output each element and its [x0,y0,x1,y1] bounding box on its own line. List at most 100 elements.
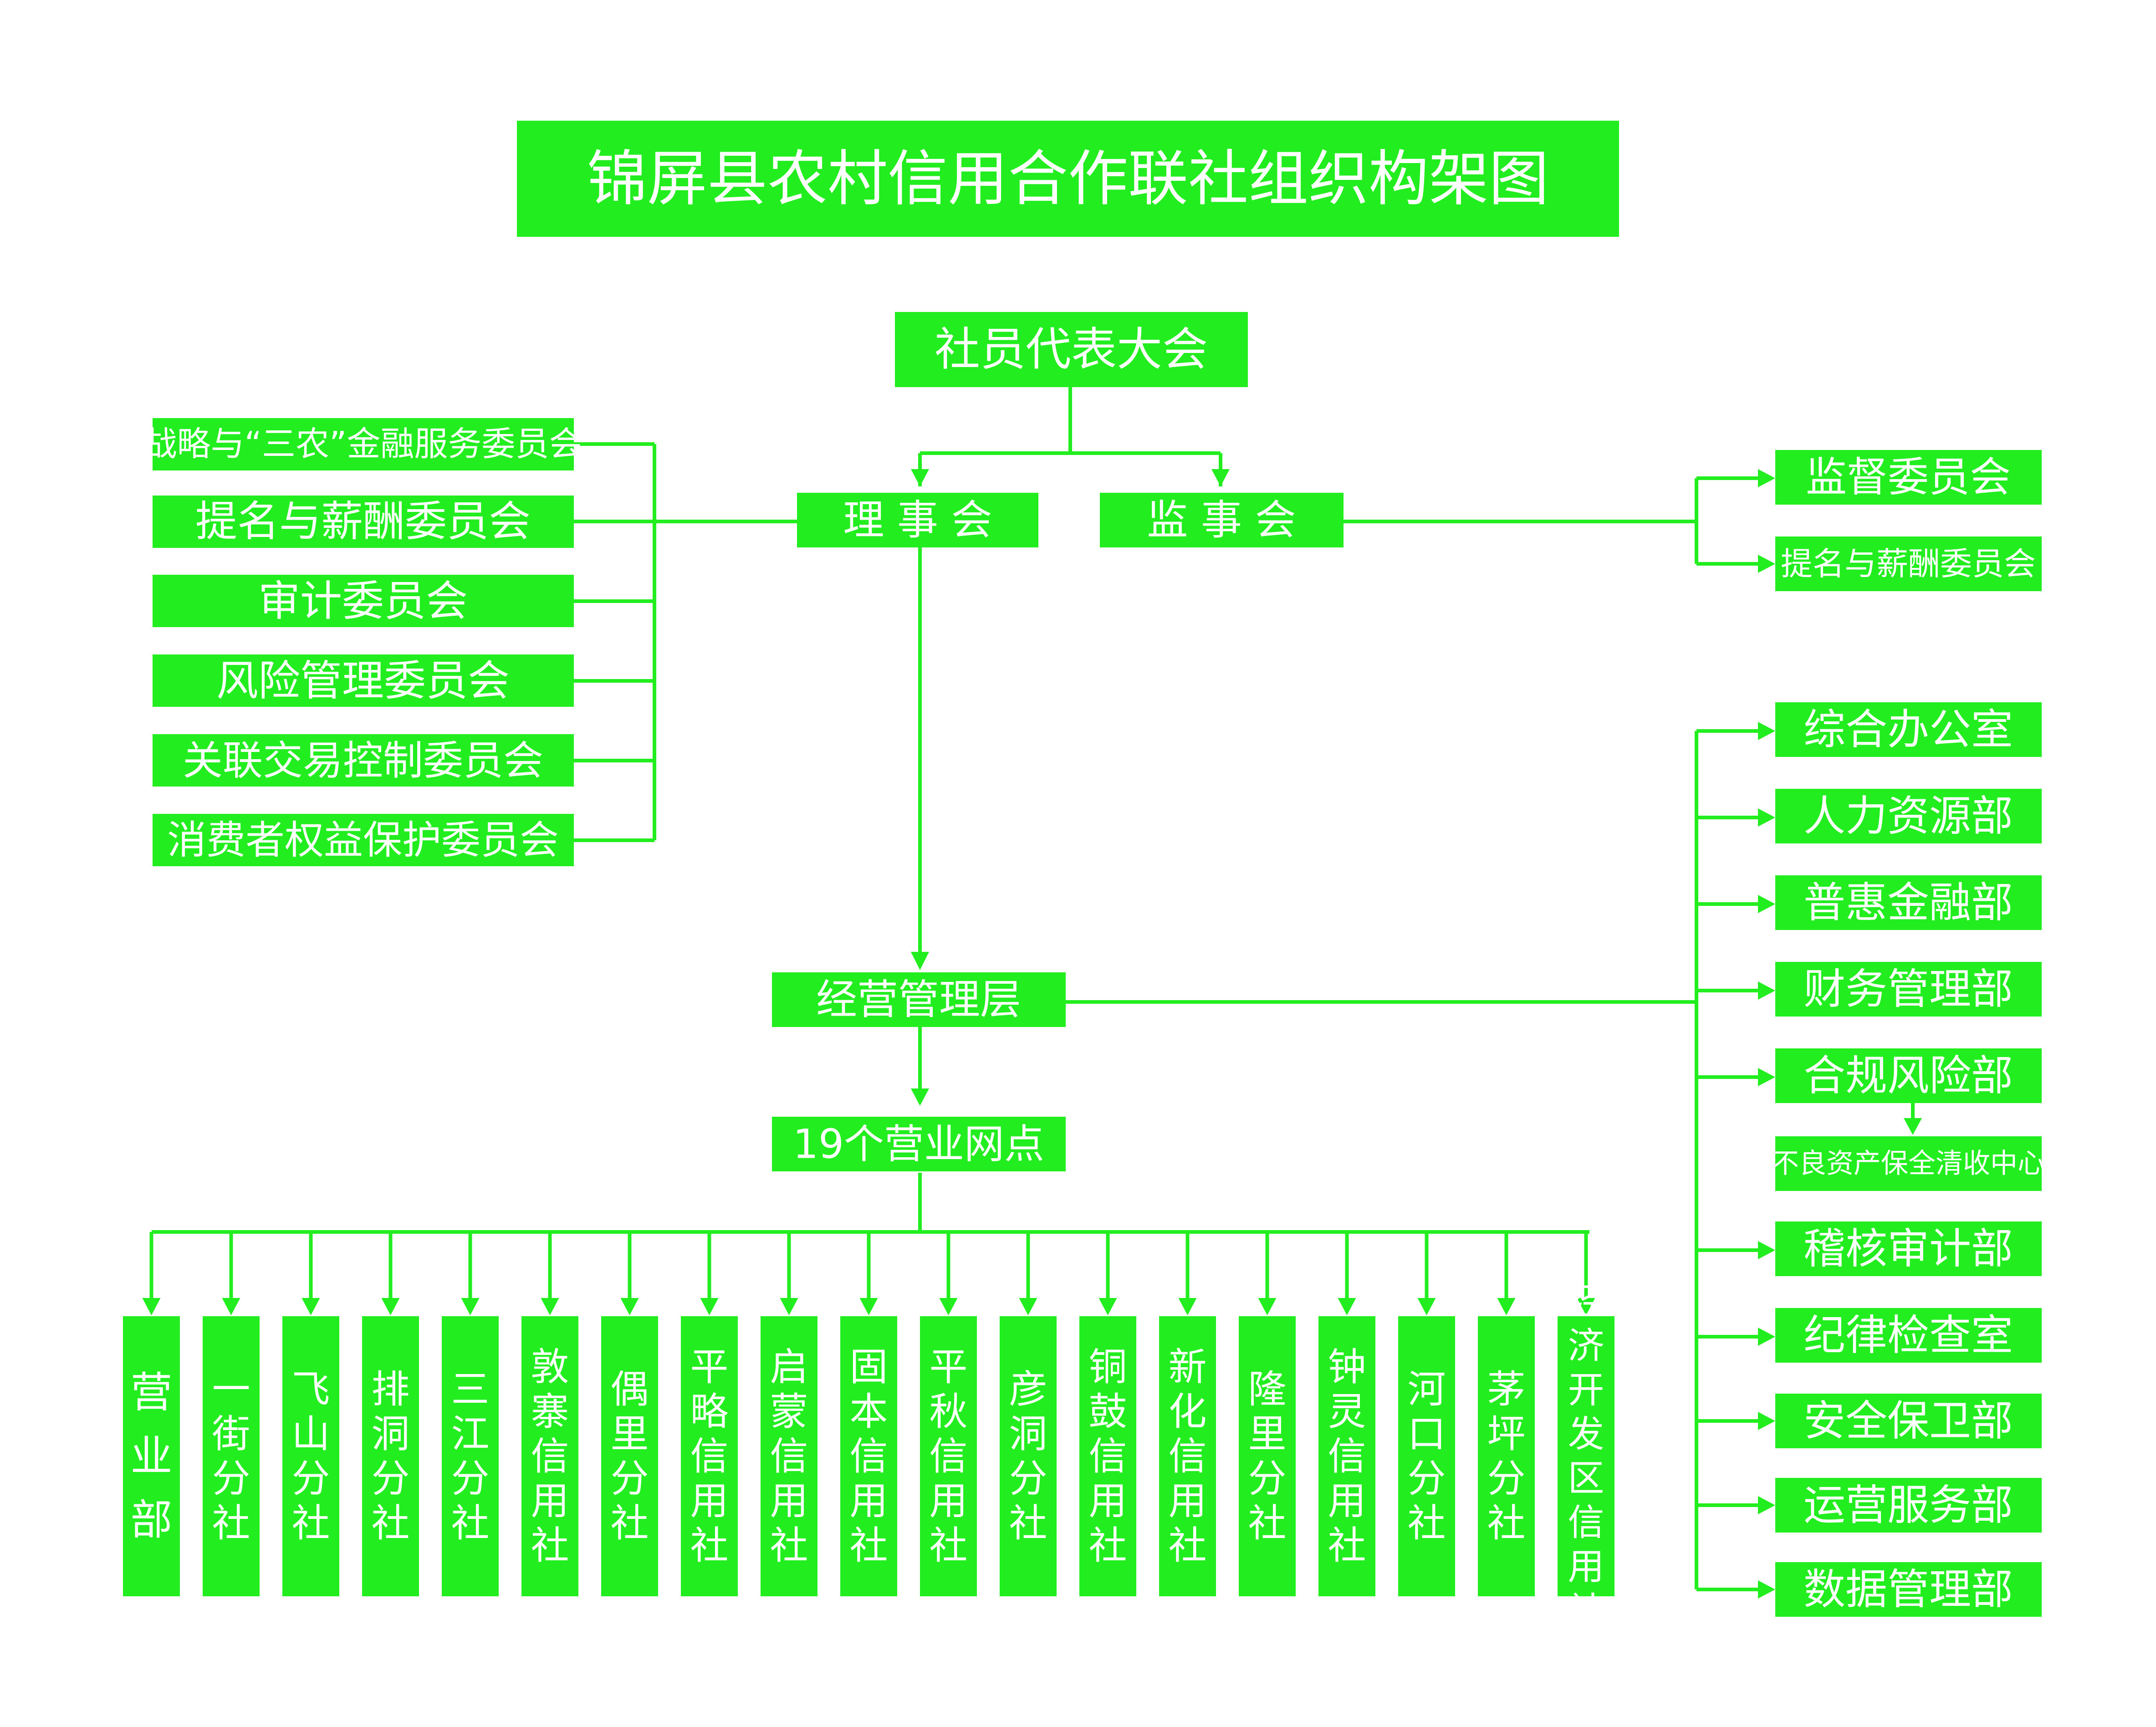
outlet-arrowhead [780,1298,798,1315]
management-label: 经营管理层 [816,976,1021,1024]
supervisor-committee-2 [1775,536,2042,591]
outlet-arrowhead [1258,1298,1277,1315]
board-committee-label: 消费者权益保护委员会 [167,818,559,863]
outlet-label: 经济开发区信用社 [1568,1281,1604,1632]
title-box [517,121,1619,237]
outlet-arrowhead [1019,1298,1037,1315]
outlet-arrowhead [1098,1298,1117,1315]
outlet-box [1000,1316,1057,1596]
outlet-label: 三江分社 [451,1367,489,1546]
department-label: 纪律检查室 [1803,1311,2013,1360]
outlet-label: 铜鼓信用社 [1088,1345,1127,1568]
outlet-box [1558,1316,1614,1596]
department-7 [1775,1308,2042,1363]
department-3 [1775,875,2042,930]
outlet-arrowhead [939,1298,958,1315]
outlet-box [1478,1316,1535,1596]
supervisor-committee-1 [1775,450,2042,505]
supervisors-label: 监 事 会 [1147,496,1296,544]
department-2 [1775,789,2042,843]
board-committee-5 [153,734,574,787]
management-box [772,972,1066,1027]
supervisor-committee-label: 提名与薪酬委员会 [1781,545,2036,582]
outlet-arrowhead [222,1298,240,1315]
department-label: 合规风险部 [1803,1052,2013,1100]
board-committee-3 [153,575,574,627]
outlet-label: 启蒙信用社 [770,1345,808,1568]
outlet-box [840,1316,897,1596]
outlet-box [282,1316,339,1596]
department-label: 综合办公室 [1803,705,2013,754]
outlet-arrowhead [1417,1298,1436,1315]
outlet-arrowhead [1497,1298,1516,1315]
outlet-box [681,1316,738,1596]
member-congress-label: 社员代表大会 [935,323,1208,376]
outlet-box [1318,1316,1375,1596]
outlet-box [521,1316,578,1596]
board-committee-label: 关联交易控制委员会 [183,737,543,784]
outlet-label: 平秋信用社 [929,1345,967,1568]
outlet-arrowhead [859,1298,878,1315]
board-committee-6 [153,814,574,866]
department-label: 安全保卫部 [1803,1397,2013,1446]
outlet-label: 排洞分社 [371,1367,409,1546]
outlet-label: 固本信用社 [849,1345,888,1568]
supervisor-committee-label: 监督委员会 [1806,454,2011,501]
outlet-arrowhead [1178,1298,1197,1315]
member-congress-box [895,312,1248,387]
outlet-box [362,1316,419,1596]
board-committee-4 [153,654,574,707]
outlet-label: 新化信用社 [1168,1345,1206,1568]
outlet-box [442,1316,499,1596]
sub-center-label: 不良资产保全清收中心 [1772,1148,2045,1180]
department-1 [1775,702,2042,757]
outlet-arrowhead [461,1298,480,1315]
outlet-label: 彦洞分社 [1009,1367,1047,1546]
outlets-title-label: 19个营业网点 [793,1121,1044,1168]
board-label: 理 事 会 [843,496,992,544]
board-committee-1 [153,418,574,470]
outlet-box [920,1316,977,1596]
outlet-label: 敦寨信用社 [531,1345,569,1568]
department-label: 人力资源部 [1803,792,2013,841]
department-4 [1775,962,2042,1017]
outlet-arrowhead [620,1298,639,1315]
outlet-label: 偶里分社 [610,1367,649,1546]
outlets-row: 营业部 一街分社 飞山分社 排洞分社 三江分社 敦寨信用社 偶里分社 平略信用社 启蒙信用社 固本… [123,1281,1614,1632]
outlet-label: 河口分社 [1407,1367,1446,1546]
outlet-arrowhead [541,1298,559,1315]
outlet-arrowhead [381,1298,400,1315]
outlet-label: 茅坪分社 [1487,1367,1525,1546]
department-label: 普惠金融部 [1803,879,2013,927]
department-10 [1775,1562,2042,1617]
department-label: 运营服务部 [1803,1481,2013,1530]
board-committee-label: 审计委员会 [258,577,468,626]
outlet-arrowhead [700,1298,719,1315]
department-label: 稽核审计部 [1803,1225,2013,1273]
outlet-box [203,1316,260,1596]
outlet-label: 平略信用社 [690,1345,728,1568]
outlet-box [761,1316,817,1596]
outlet-box [1159,1316,1216,1596]
outlet-box [1239,1316,1296,1596]
outlet-box [1079,1316,1136,1596]
outlet-arrowhead [301,1298,320,1315]
outlet-label: 隆里分社 [1248,1367,1286,1546]
outlet-box [601,1316,658,1596]
outlets-title-box [772,1117,1066,1171]
outlet-label: 飞山分社 [291,1367,330,1546]
department-8 [1775,1394,2042,1448]
outlet-arrowhead [1338,1298,1356,1315]
board-committee-label: 风险管理委员会 [216,657,510,705]
board-committee-label: 战略与“三农”金融服务委员会 [143,424,583,464]
outlet-arrowheads [142,1232,1595,1315]
outlet-label: 营业部 [130,1368,172,1544]
department-6 [1775,1221,2042,1276]
board-box [797,493,1038,547]
outlet-label: 一街分社 [212,1367,250,1546]
outlet-label: 钟灵信用社 [1328,1345,1366,1568]
department-label: 财务管理部 [1803,965,2013,1014]
supervisors-box [1100,493,1344,547]
outlet-box [1398,1316,1455,1596]
